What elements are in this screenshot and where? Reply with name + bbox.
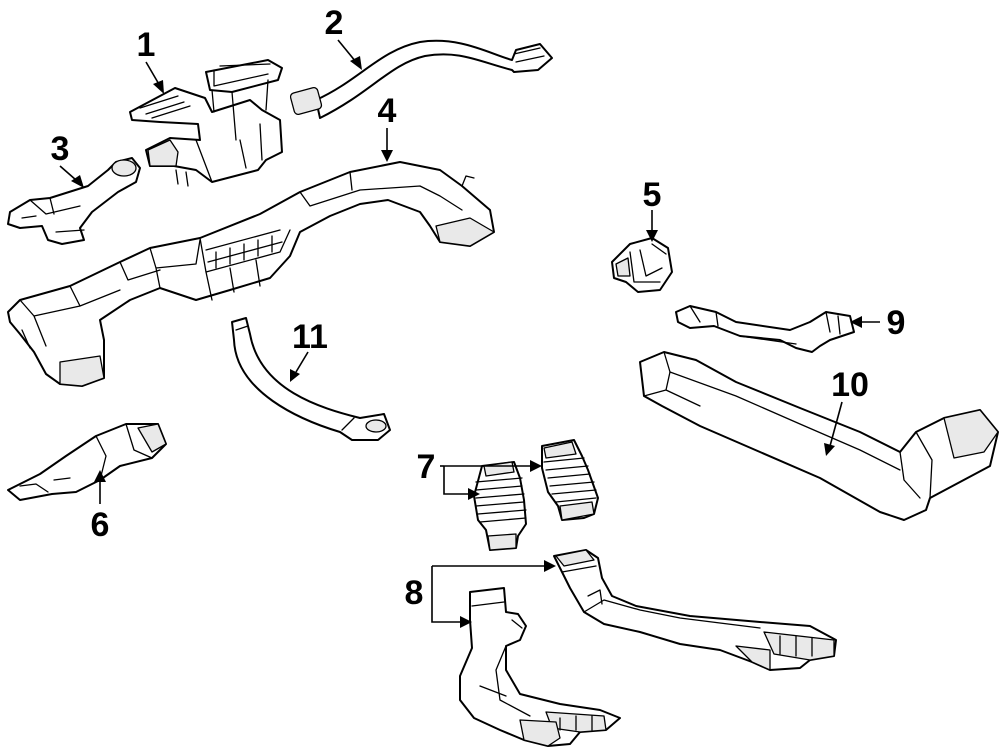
part-9-rear-duct[interactable] xyxy=(675,305,855,353)
callout-label-3: 3 xyxy=(51,130,70,168)
callout-8: 8 xyxy=(405,560,556,628)
callout-1: 1 xyxy=(137,26,164,94)
callout-2: 2 xyxy=(325,4,362,70)
callout-label-1: 1 xyxy=(137,26,156,64)
callout-label-9: 9 xyxy=(887,304,906,342)
part-5-bracket[interactable] xyxy=(611,237,673,293)
callout-label-10: 10 xyxy=(831,366,869,404)
callout-3: 3 xyxy=(51,130,84,188)
callout-7: 7 xyxy=(417,448,542,500)
callout-label-4: 4 xyxy=(378,92,397,130)
callout-label-6: 6 xyxy=(91,506,110,544)
callout-label-2: 2 xyxy=(325,4,344,42)
part-2-defroster-tube[interactable] xyxy=(289,39,553,119)
callout-9: 9 xyxy=(850,304,905,342)
part-8-rear-floor-ducts[interactable] xyxy=(459,549,837,747)
part-4-main-duct-assembly[interactable] xyxy=(7,161,495,387)
callout-5: 5 xyxy=(643,176,662,242)
callout-label-5: 5 xyxy=(643,176,662,214)
part-6-side-duct[interactable] xyxy=(7,423,167,501)
part-10-floor-duct[interactable] xyxy=(639,351,999,521)
part-7-bellows-ducts[interactable] xyxy=(473,439,599,551)
part-11-bent-tube[interactable] xyxy=(231,317,391,441)
callout-4: 4 xyxy=(378,92,397,162)
callout-10: 10 xyxy=(824,366,869,456)
part-1-center-outlet-duct[interactable] xyxy=(129,59,283,187)
part-3-side-outlet-duct[interactable] xyxy=(7,157,141,245)
callout-label-8: 8 xyxy=(405,574,424,612)
callout-6: 6 xyxy=(91,470,110,544)
callout-label-7: 7 xyxy=(417,448,436,486)
callout-11: 11 xyxy=(290,318,328,382)
callout-label-11: 11 xyxy=(292,318,328,356)
